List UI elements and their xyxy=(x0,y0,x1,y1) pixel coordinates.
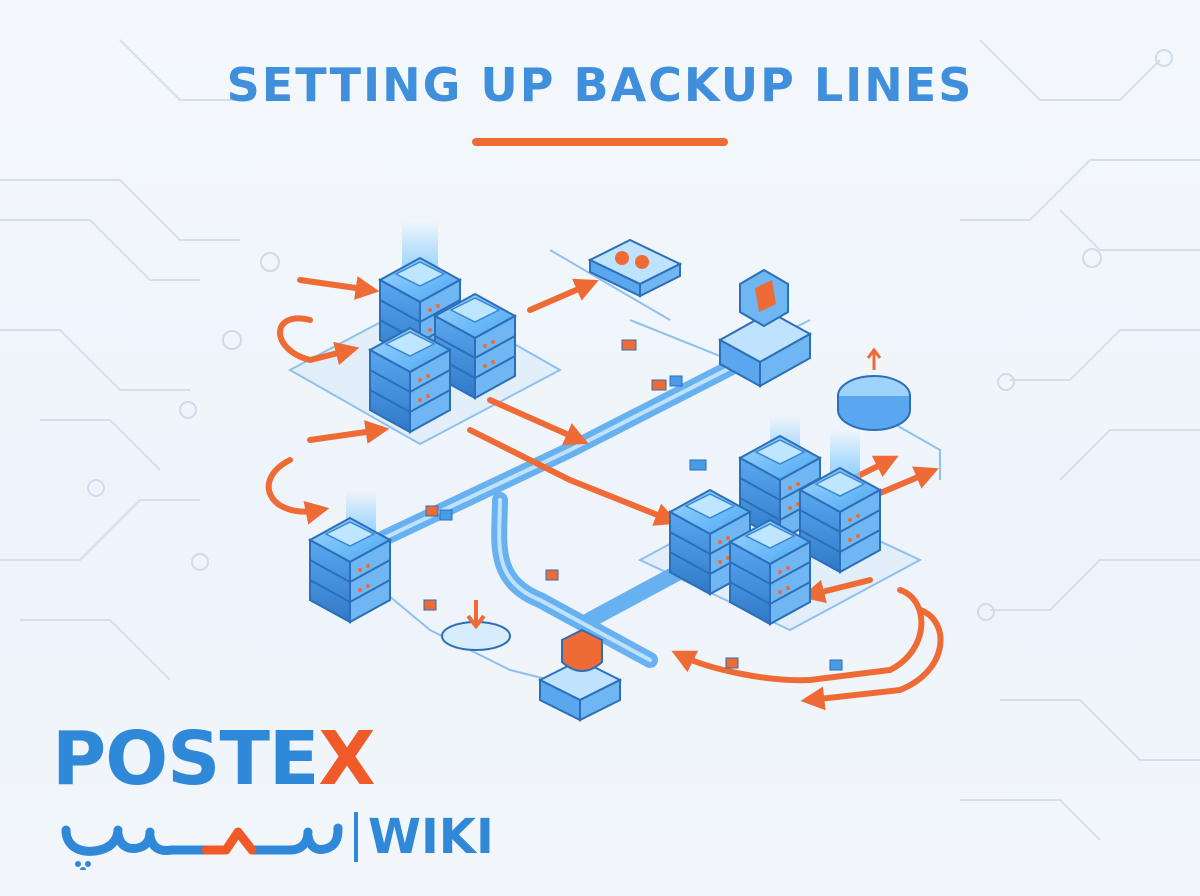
backup-network-illustration xyxy=(265,220,944,722)
logo-script-text xyxy=(61,823,343,870)
router-icon xyxy=(587,238,683,298)
title-underline xyxy=(472,138,728,146)
firewall-icon xyxy=(717,268,813,388)
logo-separator xyxy=(354,812,358,862)
postex-wiki-logo: POSTEX WIKI xyxy=(52,722,494,872)
logo-wordmark: POSTEX xyxy=(52,722,376,796)
logo-wordmark-x: X xyxy=(318,716,375,802)
download-arrow-icon xyxy=(441,600,511,651)
logo-wordmark-main: POSTE xyxy=(52,716,319,802)
router-icon xyxy=(837,347,911,431)
logo-wiki-label: WIKI xyxy=(368,809,494,865)
shield-icon xyxy=(537,628,623,722)
page-title: SETTING UP BACKUP LINES xyxy=(226,58,974,112)
